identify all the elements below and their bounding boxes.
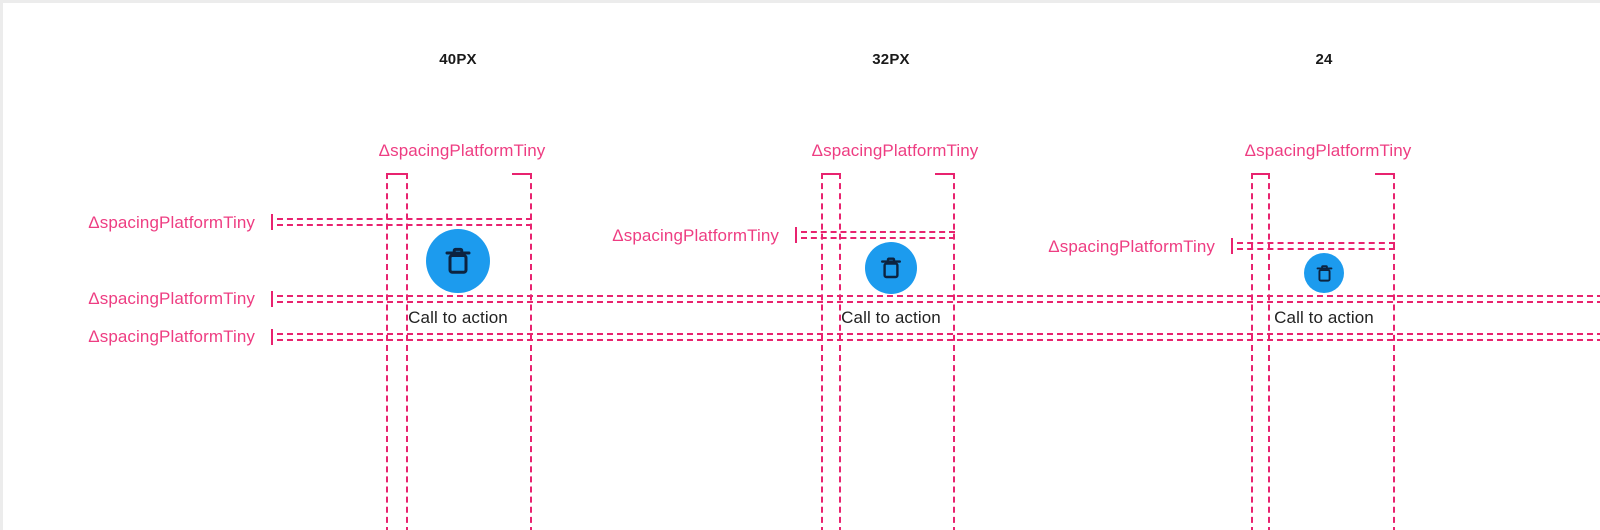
guide-cap-col-24-0	[1251, 173, 1270, 175]
top-spec-label-col-40: ΔspacingPlatformTiny	[378, 141, 546, 160]
vertical-guide-col-24-0	[1251, 173, 1253, 530]
vertical-guide-col-32-2	[953, 173, 955, 530]
guide-cap-col-40-1	[512, 173, 532, 175]
cta-icon-circle-col-24[interactable]	[1304, 253, 1344, 293]
side-rail-col-40-line-0	[277, 218, 532, 220]
cta-button-col-32[interactable]	[801, 242, 981, 294]
trash-icon	[881, 257, 901, 279]
side-rail-col-24-line-0	[1237, 242, 1395, 244]
measure-tick-row-lower	[271, 329, 273, 345]
trash-icon	[445, 247, 471, 274]
guide-cap-col-40-0	[386, 173, 408, 175]
side-tick-col-32	[795, 227, 797, 243]
cta-button-col-24[interactable]	[1234, 253, 1414, 293]
side-spec-label-col-40: ΔspacingPlatformTiny	[88, 213, 255, 232]
top-spec-label-col-24: ΔspacingPlatformTiny	[1244, 141, 1412, 160]
side-rail-col-32-line-0	[801, 231, 955, 233]
vertical-guide-col-40-1	[406, 173, 408, 530]
measure-rail-row-lower-line-1	[277, 339, 1600, 341]
vertical-guide-col-24-1	[1268, 173, 1270, 530]
side-rail-col-40-line-1	[277, 224, 532, 226]
measure-rail-row-lower-line-0	[277, 333, 1600, 335]
side-spec-label-col-32: ΔspacingPlatformTiny	[612, 226, 779, 245]
cta-icon-circle-col-32[interactable]	[865, 242, 917, 294]
side-rail-col-24-line-1	[1237, 248, 1395, 250]
vertical-guide-col-40-2	[530, 173, 532, 530]
vertical-guide-col-24-2	[1393, 173, 1395, 530]
spec-label-row-lower: ΔspacingPlatformTiny	[88, 327, 255, 346]
side-rail-col-32-line-1	[801, 237, 955, 239]
top-spec-label-col-32: ΔspacingPlatformTiny	[811, 141, 979, 160]
vertical-guide-col-40-0	[386, 173, 388, 530]
cta-label-col-32: Call to action	[841, 308, 941, 327]
cta-icon-circle-col-40[interactable]	[426, 229, 490, 293]
column-heading-col-32: 32PX	[872, 51, 910, 68]
cta-button-col-40[interactable]	[368, 229, 548, 293]
guide-cap-col-32-0	[821, 173, 841, 175]
cta-label-col-40: Call to action	[408, 308, 508, 327]
measure-rail-row-mid-line-1	[277, 301, 1600, 303]
measure-tick-row-mid	[271, 291, 273, 307]
side-spec-label-col-24: ΔspacingPlatformTiny	[1048, 237, 1215, 256]
guide-cap-col-24-1	[1375, 173, 1395, 175]
cta-label-col-24: Call to action	[1274, 308, 1374, 327]
spec-label-row-mid: ΔspacingPlatformTiny	[88, 289, 255, 308]
vertical-guide-col-32-1	[839, 173, 841, 530]
guide-cap-col-32-1	[935, 173, 955, 175]
column-heading-col-40: 40PX	[439, 51, 477, 68]
measure-rail-row-mid-line-0	[277, 295, 1600, 297]
trash-icon	[1316, 264, 1332, 282]
column-heading-col-24: 24	[1315, 51, 1333, 68]
side-tick-col-40	[271, 214, 273, 230]
side-tick-col-24	[1231, 238, 1233, 254]
vertical-guide-col-32-0	[821, 173, 823, 530]
